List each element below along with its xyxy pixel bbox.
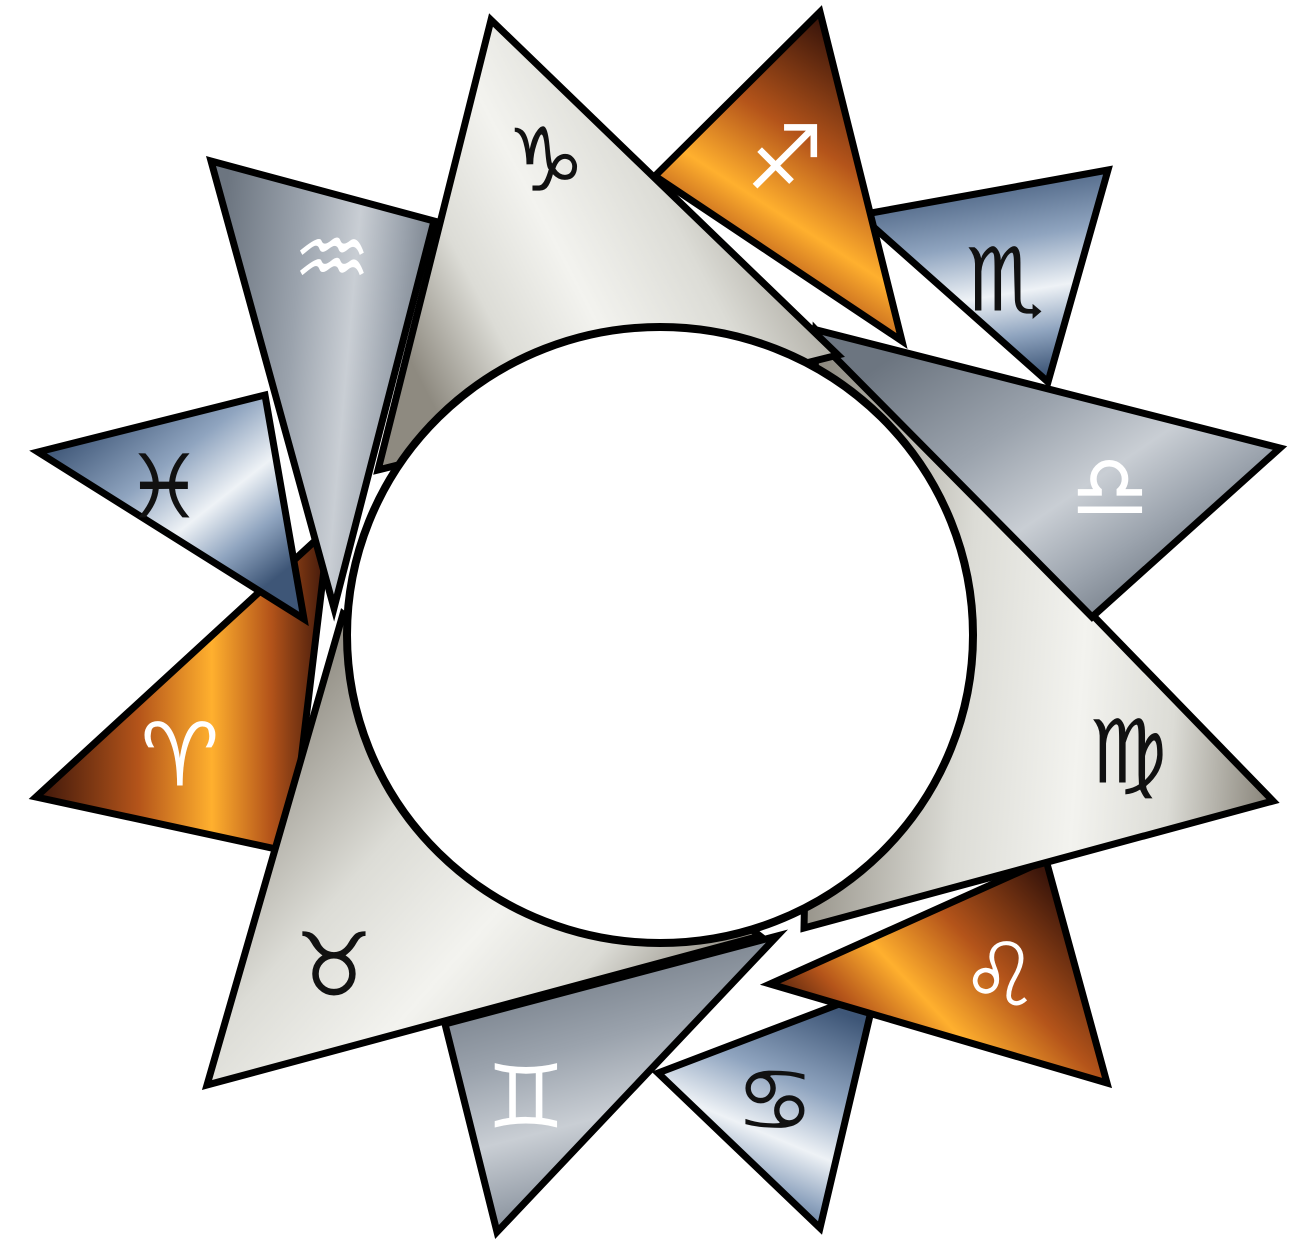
pisces-icon: ♓︎: [125, 436, 204, 539]
aquarius-icon: ♒︎: [293, 207, 372, 310]
sagittarius-icon: ♐︎: [746, 107, 825, 210]
leo-icon: ♌︎: [961, 924, 1040, 1027]
gemini-icon: ♊︎: [487, 1046, 566, 1149]
taurus-icon: ♉︎: [295, 914, 374, 1017]
aries-icon: ♈︎: [141, 704, 220, 807]
capricorn-icon: ♑︎: [507, 109, 586, 212]
cancer-icon: ♋︎: [736, 1049, 815, 1152]
center-disc: [347, 327, 973, 943]
virgo-icon: ♍︎: [1089, 701, 1168, 804]
scorpio-icon: ♏︎: [966, 229, 1045, 332]
libra-icon: ♎︎: [1071, 436, 1150, 539]
